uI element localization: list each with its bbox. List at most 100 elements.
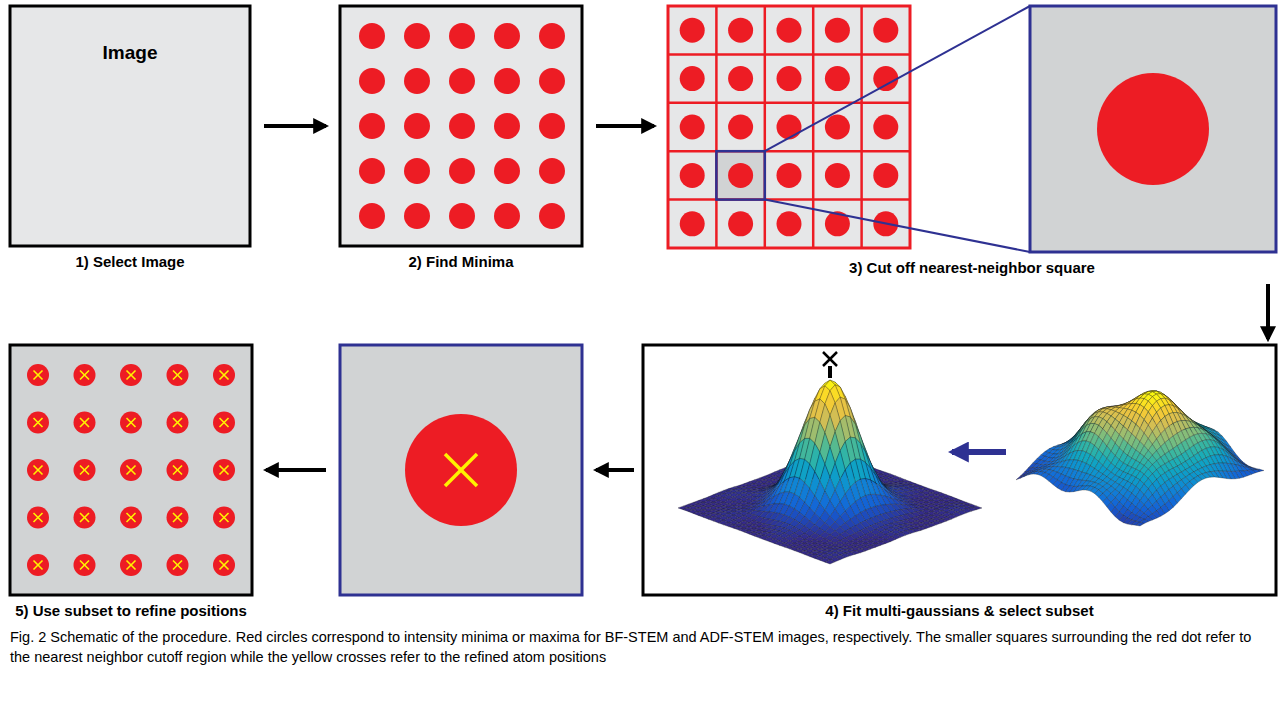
refined-dots	[80, 466, 89, 475]
grid-dots	[680, 115, 705, 140]
refined-dots	[80, 561, 89, 570]
refined-panel	[10, 345, 252, 595]
step-caption: 2) Find Minima	[409, 253, 514, 270]
image-panel	[10, 6, 250, 246]
refined-dots	[173, 513, 182, 522]
grid-lines	[668, 6, 910, 248]
grid-dots	[728, 115, 753, 140]
refined-dots	[34, 561, 43, 570]
minima-dots	[404, 68, 430, 94]
grid-lines	[764, 6, 767, 248]
minima-dots	[494, 158, 520, 184]
highlight-cell-border	[716, 151, 764, 199]
refined-dots	[34, 371, 43, 380]
find-minima-step: 2) Find Minima	[340, 6, 582, 276]
refined-dots	[127, 466, 136, 475]
grid-dots	[728, 66, 753, 91]
grid-lines	[715, 6, 718, 248]
panel-area	[643, 345, 1276, 595]
minima-dots	[359, 113, 385, 139]
minima-dots	[494, 68, 520, 94]
refined-dots	[34, 418, 43, 427]
grid-dots	[825, 66, 850, 91]
refined-dots	[220, 513, 229, 522]
refined-dots	[213, 412, 235, 434]
zoom-atom	[1097, 73, 1209, 185]
refined-dots	[213, 507, 235, 529]
grid-dots	[728, 18, 753, 43]
peak-marker	[828, 366, 832, 378]
minima-dots	[359, 23, 565, 229]
zoom-line	[765, 200, 1030, 252]
refined-dots	[167, 507, 189, 529]
highlight-cell	[716, 151, 764, 199]
grid-dots	[680, 163, 705, 188]
refined-dots	[34, 418, 43, 427]
gaussian-surface	[825, 560, 835, 564]
minima-dots	[404, 113, 430, 139]
refine-step: 5) Use subset to refine positions	[10, 345, 252, 625]
minima-dots	[539, 23, 565, 49]
step-caption: 1) Select Image	[75, 253, 184, 270]
refined-atom	[405, 414, 517, 526]
refined-dots	[74, 507, 96, 529]
refined-dots	[127, 371, 136, 380]
minima-dots	[494, 23, 520, 49]
grid-lines	[668, 53, 910, 56]
grid-dots	[728, 211, 753, 236]
grid-dots	[873, 163, 898, 188]
refined-dots	[80, 418, 89, 427]
refined-dots	[27, 364, 49, 386]
step-caption: 3) Cut off nearest-neighbor square	[849, 259, 1095, 276]
minima-dots	[494, 203, 520, 229]
select-image-step: Image1) Select Image	[10, 6, 250, 276]
flow-arrow	[1266, 284, 1270, 339]
refined-dots	[27, 507, 49, 529]
refined-dots	[80, 561, 89, 570]
peak-marker	[823, 352, 837, 366]
grid-lines	[668, 102, 910, 105]
raw-surface	[1016, 391, 1264, 526]
refined-dots	[80, 513, 89, 522]
refined-dots	[34, 513, 43, 522]
refined-dots	[173, 466, 182, 475]
grid-dots	[728, 163, 753, 188]
peak-marker	[823, 352, 837, 378]
refined-dots	[74, 554, 96, 576]
refined-dots	[127, 561, 136, 570]
minima-dots	[449, 68, 475, 94]
flow-arrow	[596, 468, 634, 472]
refined-dots	[80, 466, 89, 475]
refined-dots	[220, 418, 229, 427]
refined-dots	[220, 371, 229, 380]
panel-area	[668, 6, 1276, 252]
minima-dots	[539, 158, 565, 184]
refined-dots	[120, 412, 142, 434]
flow-arrow	[596, 124, 654, 128]
gaussian-surface	[678, 380, 982, 564]
refined-dots	[220, 466, 229, 475]
refined-dots	[74, 412, 96, 434]
refined-dots	[220, 561, 229, 570]
refined-dots	[120, 554, 142, 576]
refined-atom-panel	[340, 345, 582, 595]
refined-dots	[213, 459, 235, 481]
refined-dots	[167, 459, 189, 481]
refined-dots	[173, 561, 182, 570]
fit-panel	[643, 345, 1276, 595]
grid-panel	[668, 6, 910, 248]
refined-dots	[27, 554, 49, 576]
refined-dots	[173, 371, 182, 380]
minima-dots	[404, 23, 430, 49]
minima-dots	[359, 23, 385, 49]
minima-dots	[449, 113, 475, 139]
refined-dots	[220, 561, 229, 570]
refined-dots	[220, 418, 229, 427]
minima-dots	[449, 203, 475, 229]
refined-dots	[120, 364, 142, 386]
refined-dots	[127, 513, 136, 522]
refined-dots	[173, 466, 182, 475]
cutoff-step: 3) Cut off nearest-neighbor square	[668, 6, 1276, 282]
minima-dots	[449, 158, 475, 184]
fit-step: 4) Fit multi-gaussians & select subset	[643, 345, 1276, 625]
